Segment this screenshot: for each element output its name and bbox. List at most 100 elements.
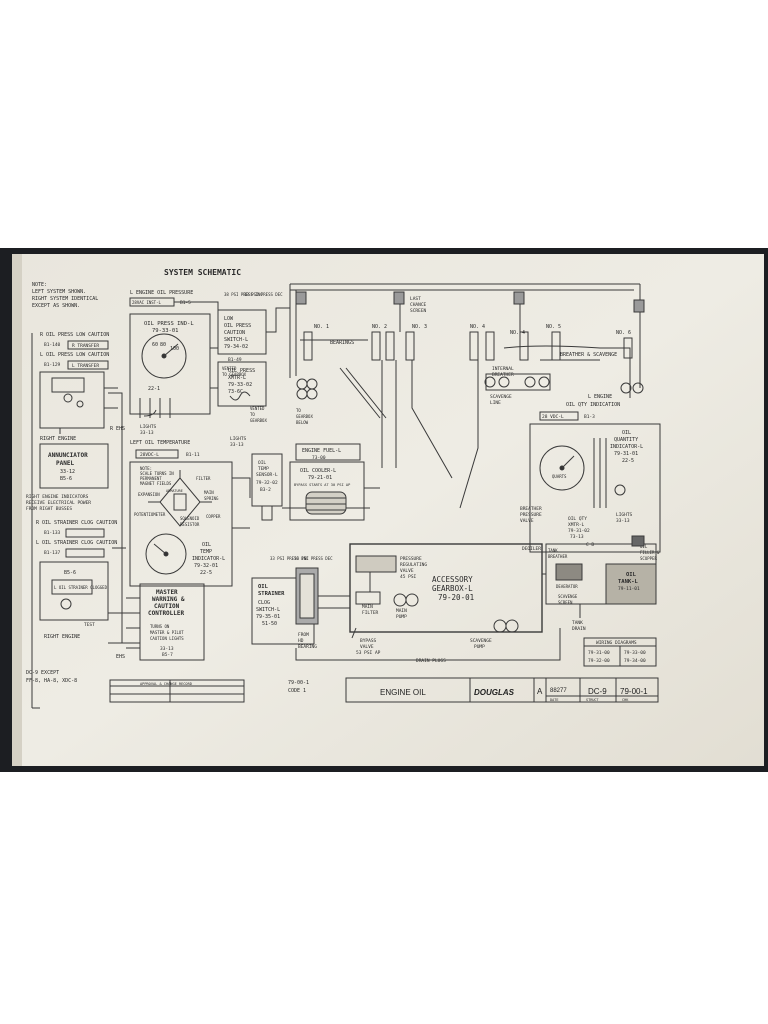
- svg-text:28 VDC-L: 28 VDC-L: [542, 414, 564, 420]
- svg-text:B5-6: B5-6: [64, 570, 76, 576]
- svg-text:VALVE: VALVE: [400, 568, 414, 574]
- svg-text:RIGHT SYSTEM IDENTICAL: RIGHT SYSTEM IDENTICAL: [32, 296, 98, 302]
- schematic-title: SYSTEM SCHEMATIC: [164, 268, 241, 277]
- svg-text:FROM: FROM: [298, 632, 309, 638]
- svg-text:DC-9: DC-9: [588, 687, 607, 696]
- svg-text:CHANCE: CHANCE: [410, 302, 427, 308]
- right-engine-label: RIGHT ENGINE: [40, 436, 76, 442]
- svg-text:CAUTION: CAUTION: [224, 330, 245, 336]
- svg-text:B5-6: B5-6: [60, 476, 72, 482]
- svg-text:TEMP: TEMP: [200, 549, 212, 555]
- svg-text:73-6C: 73-6C: [228, 389, 243, 395]
- left-annunciator-section: R OIL PRESS LOW CAUTION B1-140 R TRANSFE…: [26, 332, 140, 709]
- svg-text:CHK: CHK: [622, 698, 629, 702]
- svg-text:SWITCH-L: SWITCH-L: [256, 607, 280, 613]
- svg-text:DEOILER: DEOILER: [522, 546, 541, 552]
- svg-text:BELOW: BELOW: [296, 420, 309, 425]
- svg-text:BYPASS STARTS AT 30 PSI AP: BYPASS STARTS AT 30 PSI AP: [294, 483, 350, 487]
- bearing-network: LAST CHANCE SCREEN NO. 1 NO. 2 NO. 3 NO.…: [289, 283, 645, 509]
- svg-text:COPPER: COPPER: [206, 514, 221, 519]
- svg-text:B1-129: B1-129: [44, 362, 61, 368]
- svg-text:SCAVENGE: SCAVENGE: [558, 594, 578, 599]
- svg-text:79-00-1: 79-00-1: [620, 687, 648, 696]
- svg-text:VENTED: VENTED: [250, 406, 265, 411]
- svg-text:TANK-L: TANK-L: [618, 579, 639, 585]
- oil-temperature-group: LEFT OIL TEMPERATURE LIGHTS 33-13 28VDC-…: [129, 436, 283, 587]
- svg-text:TO: TO: [296, 408, 301, 413]
- svg-text:L ENGINE: L ENGINE: [588, 394, 612, 400]
- svg-text:PRESSURE: PRESSURE: [400, 556, 422, 562]
- svg-text:RESISTOR: RESISTOR: [180, 522, 200, 527]
- svg-text:100: 100: [170, 346, 179, 352]
- svg-text:CONTROLLER: CONTROLLER: [148, 610, 185, 617]
- svg-text:79-34-02: 79-34-02: [224, 344, 248, 350]
- svg-text:B1-11: B1-11: [186, 452, 200, 458]
- svg-text:L TRANSFER: L TRANSFER: [72, 363, 99, 369]
- svg-text:PANEL: PANEL: [56, 460, 74, 467]
- svg-text:MAIN: MAIN: [362, 604, 373, 610]
- oil-pressure-gauge: [141, 333, 187, 379]
- binding-edge: [12, 254, 22, 766]
- svg-text:73-13: 73-13: [570, 534, 584, 540]
- svg-text:NO. 2: NO. 2: [372, 324, 387, 330]
- oil-tank-group: DEOILER TANK BREATHER DEAERATOR SCAVENGE…: [522, 535, 660, 632]
- svg-text:BREATHER: BREATHER: [548, 554, 568, 559]
- svg-text:B1-49: B1-49: [228, 357, 242, 363]
- svg-text:APPROVAL & CHANGE RECORD: APPROVAL & CHANGE RECORD: [140, 682, 192, 686]
- svg-text:OIL QTY: OIL QTY: [568, 516, 587, 522]
- svg-text:B1-137: B1-137: [44, 550, 61, 556]
- svg-text:POTENTIOMETER: POTENTIOMETER: [134, 512, 166, 517]
- svg-text:79-33-01: 79-33-01: [152, 328, 179, 334]
- svg-text:C B: C B: [586, 542, 594, 548]
- svg-text:ACCESSORY: ACCESSORY: [432, 575, 473, 584]
- svg-text:SCREEN: SCREEN: [410, 308, 427, 314]
- oil-temp-gauge: [145, 533, 187, 575]
- oil-cooler-group: ENGINE FUEL-L 73-00 OIL COOLER-L 79-21-0…: [282, 443, 380, 521]
- svg-text:BYPASS: BYPASS: [360, 638, 377, 644]
- svg-text:B1-140: B1-140: [44, 342, 61, 348]
- oil-quantity-gauge: [539, 445, 585, 491]
- svg-text:B5-7: B5-7: [162, 652, 173, 658]
- svg-text:BREATHER & SCAVENGE: BREATHER & SCAVENGE: [560, 352, 617, 358]
- bridge-circuit: [148, 470, 212, 527]
- svg-text:INTERNAL: INTERNAL: [492, 366, 514, 372]
- svg-text:DRAIN PLUGS: DRAIN PLUGS: [416, 658, 446, 664]
- svg-text:33-13: 33-13: [140, 430, 154, 436]
- svg-text:OIL QTY INDICATION: OIL QTY INDICATION: [566, 402, 620, 408]
- svg-text:79-32-01: 79-32-01: [194, 563, 218, 569]
- svg-text:22-5: 22-5: [200, 570, 212, 576]
- svg-text:EHS: EHS: [116, 654, 125, 660]
- svg-text:79-31-00: 79-31-00: [588, 650, 610, 656]
- svg-text:BREATHER: BREATHER: [492, 372, 514, 378]
- svg-text:45 PSI: 45 PSI: [400, 574, 417, 580]
- svg-text:FILTER: FILTER: [362, 610, 379, 616]
- oil-level: [605, 563, 657, 605]
- svg-text:22-1: 22-1: [148, 386, 160, 392]
- svg-text:LINE: LINE: [490, 400, 501, 406]
- svg-text:33 PSI PRESS INC: 33 PSI PRESS INC: [270, 556, 309, 561]
- svg-text:BREATHER: BREATHER: [520, 506, 542, 512]
- master-warning-group: MASTER WARNING & CAUTION CONTROLLER TURN…: [126, 583, 205, 661]
- svg-text:88277: 88277: [550, 688, 567, 694]
- svg-text:SCUPPER: SCUPPER: [640, 556, 657, 561]
- svg-text:EXPANSION: EXPANSION: [138, 492, 160, 497]
- svg-text:79-11-01: 79-11-01: [618, 586, 640, 592]
- svg-text:NOTE:: NOTE:: [32, 282, 47, 288]
- svg-text:79-31-02: 79-31-02: [568, 528, 590, 534]
- svg-text:NO. 4: NO. 4: [510, 330, 525, 336]
- svg-text:79-32-02: 79-32-02: [256, 480, 278, 486]
- svg-text:SCAVENGE: SCAVENGE: [490, 394, 512, 400]
- svg-text:SCALE TURNS IN: SCALE TURNS IN: [140, 471, 174, 476]
- svg-text:INDICATOR-L: INDICATOR-L: [192, 556, 225, 562]
- annunciator-box: [39, 371, 105, 429]
- svg-text:DATE: DATE: [550, 698, 558, 702]
- svg-text:OIL PRESS: OIL PRESS: [224, 323, 251, 329]
- svg-text:SCAVENGE: SCAVENGE: [470, 638, 492, 644]
- svg-text:LAST: LAST: [410, 296, 421, 302]
- svg-text:XMTR-L: XMTR-L: [568, 522, 585, 528]
- svg-text:QUANTITY: QUANTITY: [614, 437, 638, 443]
- svg-text:A: A: [537, 687, 543, 696]
- svg-text:R TRANSFER: R TRANSFER: [72, 343, 99, 349]
- svg-text:GEARBOX: GEARBOX: [296, 414, 313, 419]
- svg-text:CODE 1: CODE 1: [288, 688, 306, 694]
